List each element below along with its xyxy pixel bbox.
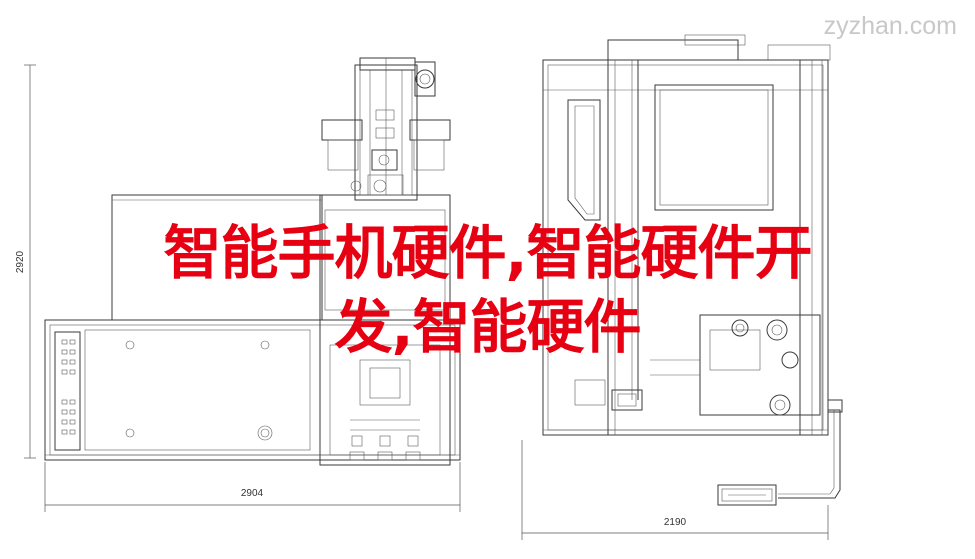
left-view-dimensions xyxy=(24,64,461,512)
left-machine-view xyxy=(44,57,461,466)
dimension-left-width: 2904 xyxy=(241,488,264,499)
dimension-right-width: 2190 xyxy=(664,517,687,528)
headline-line-1: 智能手机硬件,智能硬件开 xyxy=(163,219,812,287)
right-view-dimensions xyxy=(521,440,829,540)
right-machine-view xyxy=(542,34,843,506)
watermark-text: zyzhan.com xyxy=(823,12,957,40)
headline-line-2: 发,智能硬件 xyxy=(334,293,641,361)
dimension-left-height: 2920 xyxy=(15,250,26,273)
